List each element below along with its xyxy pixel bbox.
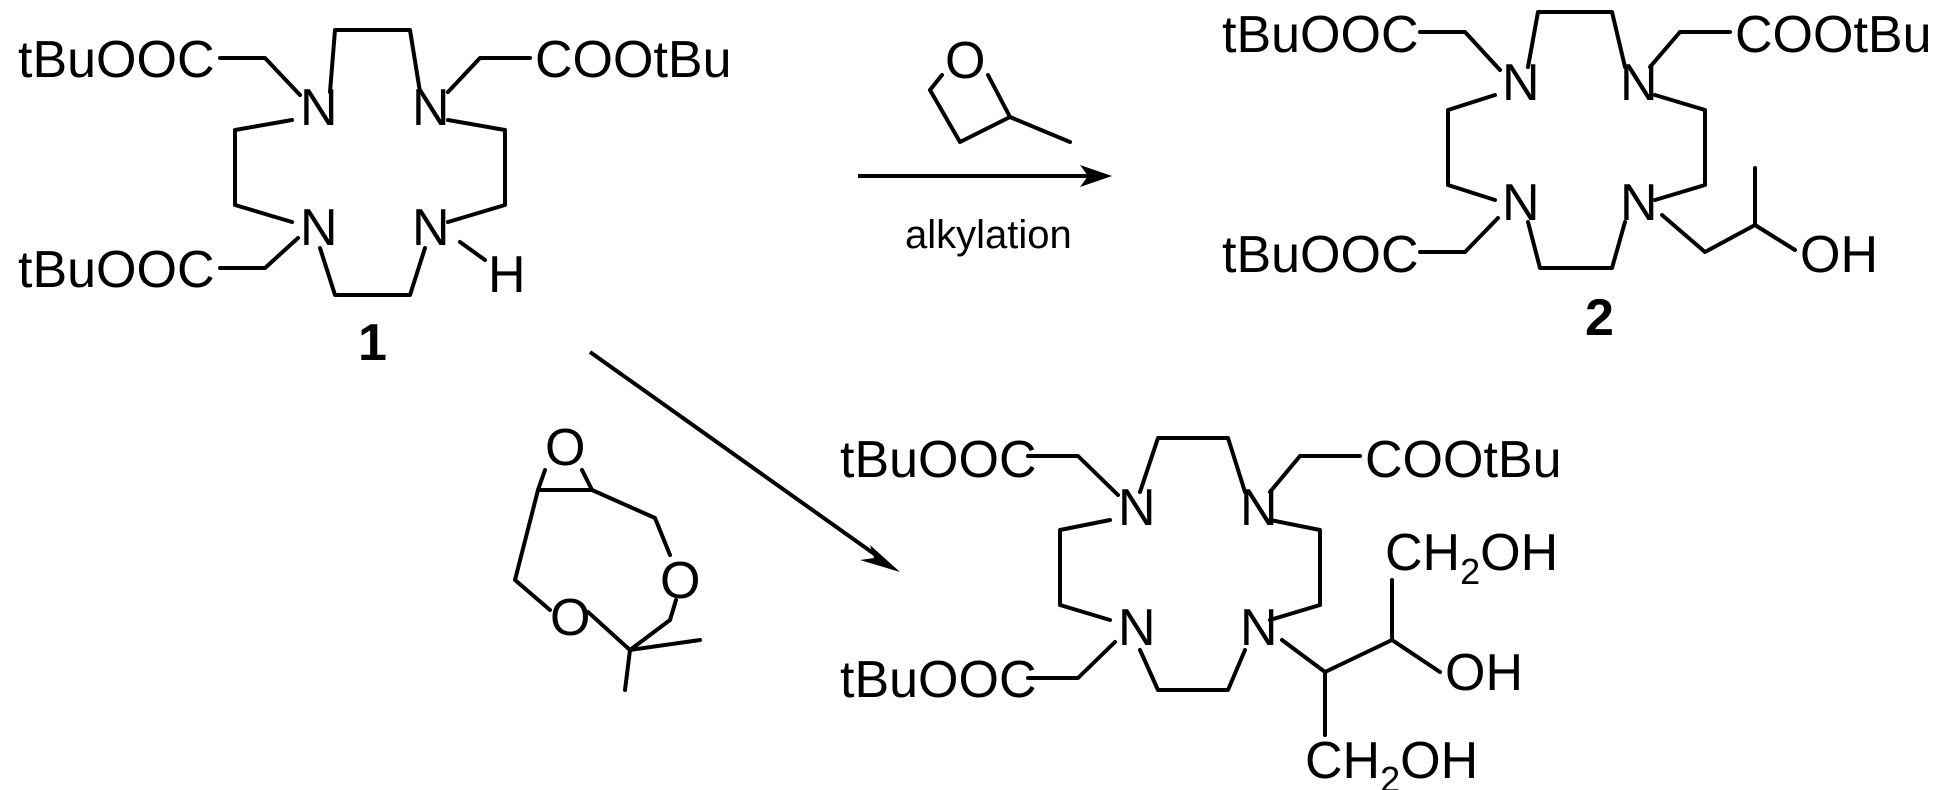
reaction-condition-alkylation: alkylation — [905, 213, 1072, 257]
atom-n-bl: N — [1502, 174, 1540, 232]
compound-1-number: 1 — [358, 314, 387, 372]
substituent-cootbu-top: COOtBu — [1365, 431, 1562, 489]
compound-1: N N N N H tBuOOC COOtBu tBuOOC 1 — [18, 30, 732, 372]
atom-n-tl: N — [1502, 54, 1540, 112]
compound-1-bonds — [220, 30, 530, 295]
hydroxyl-group: OH — [1800, 226, 1878, 284]
hydroxymethyl-top: CH2OH — [1385, 524, 1558, 592]
compound-3: N N N N tBuOOC COOtBu tBuOOC CH2OH OH CH… — [840, 431, 1562, 790]
atom-n-tr: N — [1620, 54, 1658, 112]
atom-n-bl: N — [1118, 599, 1156, 657]
atom-o-epoxide: O — [945, 32, 985, 90]
reaction-diagonal: O O O — [515, 352, 900, 690]
atom-n-tl: N — [300, 79, 338, 137]
atom-n-br: N — [1240, 599, 1278, 657]
compound-2-number: 2 — [1585, 289, 1614, 347]
substituent-tbuooc-bottom: tBuOOC — [18, 241, 215, 299]
atom-n-tr: N — [1240, 479, 1278, 537]
substituent-cootbu-top: COOtBu — [1735, 6, 1932, 64]
substituent-tbuooc-top: tBuOOC — [1222, 6, 1419, 64]
substituent-tbuooc-bottom: tBuOOC — [1222, 226, 1419, 284]
atom-o-ring-right: O — [660, 552, 700, 610]
atom-n-tr: N — [412, 79, 450, 137]
atom-h: H — [488, 246, 526, 304]
atom-n-br: N — [412, 199, 450, 257]
atom-o-epoxide: O — [545, 419, 585, 477]
dioxepane-epoxide-reagent: O O O — [515, 419, 700, 690]
hydroxymethyl-bottom: CH2OH — [1305, 732, 1478, 790]
atom-n-tl: N — [1118, 479, 1156, 537]
methyl-oxirane-reagent: O — [930, 32, 1070, 142]
atom-o-ring-bottom: O — [550, 589, 590, 647]
substituent-tbuooc-bottom: tBuOOC — [840, 651, 1037, 709]
hydroxyl-middle: OH — [1445, 644, 1523, 702]
compound-2: N N N N tBuOOC COOtBu tBuOOC OH 2 — [1222, 6, 1932, 347]
reaction-top: O alkylation — [858, 32, 1112, 257]
atom-n-bl: N — [300, 199, 338, 257]
substituent-tbuooc-top: tBuOOC — [840, 431, 1037, 489]
substituent-tbuooc-top: tBuOOC — [18, 31, 215, 89]
atom-n-br: N — [1620, 174, 1658, 232]
substituent-cootbu-top: COOtBu — [535, 31, 732, 89]
reaction-arrow-diagonal — [590, 352, 880, 558]
